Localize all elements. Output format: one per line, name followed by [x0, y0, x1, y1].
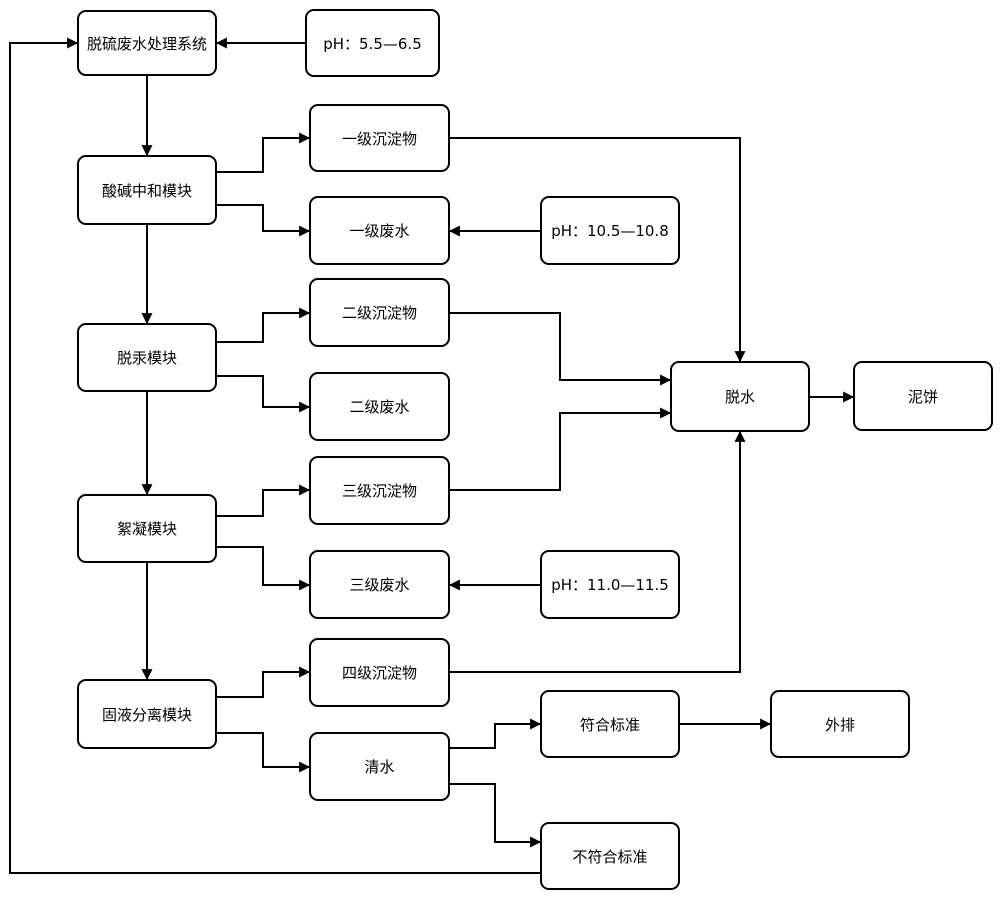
primary-wastewater-node: 一级废水	[309, 196, 450, 265]
demercury-module-node: 脱汞模块	[77, 323, 217, 392]
edge-primary-sediment-to-dewatering	[450, 137, 746, 363]
edge-demercury-to-secondary-wastewater	[217, 375, 311, 413]
edge-clear-water-to-meets-standard	[450, 718, 542, 749]
edge-tertiary-sediment-to-dewatering	[450, 407, 672, 491]
quaternary-sediment-node: 四级沉淀物	[309, 638, 450, 707]
edge-solid-liquid-to-clear-water	[217, 732, 311, 773]
edge-flocculation-to-tertiary-sediment	[217, 484, 311, 517]
edge-demercury-to-secondary-sediment	[217, 307, 311, 343]
dewatering-node: 脱水	[670, 361, 810, 432]
meets-standard-node: 符合标准	[540, 690, 680, 758]
primary-sediment-node: 一级沉淀物	[309, 104, 450, 172]
flocculation-module-node: 絮凝模块	[77, 494, 217, 563]
ph-tertiary-node: pH：11.0—11.5	[540, 550, 680, 619]
ph-input-node: pH：5.5—6.5	[305, 9, 440, 77]
secondary-sediment-node: 二级沉淀物	[309, 278, 450, 347]
edge-not-meets-standard-to-system	[9, 37, 540, 874]
acid-base-module-node: 酸碱中和模块	[77, 155, 217, 225]
edge-acid-base-to-primary-sediment	[217, 132, 311, 173]
discharge-node: 外排	[770, 690, 910, 758]
edge-acid-base-to-primary-wastewater	[217, 204, 311, 237]
desulfurization-system-node: 脱硫废水处理系统	[77, 10, 217, 76]
solid-liquid-module-node: 固液分离模块	[77, 679, 217, 749]
edge-clear-water-to-not-meets-standard	[450, 783, 542, 848]
clear-water-node: 清水	[309, 732, 450, 801]
ph-primary-node: pH：10.5—10.8	[540, 196, 680, 265]
edge-quaternary-sediment-to-dewatering	[450, 430, 746, 673]
edge-secondary-sediment-to-dewatering	[450, 312, 672, 386]
edge-flocculation-to-tertiary-wastewater	[217, 546, 311, 591]
edge-solid-liquid-to-quaternary-sediment	[217, 666, 311, 698]
mud-cake-node: 泥饼	[853, 361, 993, 431]
tertiary-sediment-node: 三级沉淀物	[309, 456, 450, 525]
tertiary-wastewater-node: 三级废水	[309, 550, 450, 619]
not-meets-standard-node: 不符合标准	[540, 822, 680, 890]
secondary-wastewater-node: 二级废水	[309, 372, 450, 441]
